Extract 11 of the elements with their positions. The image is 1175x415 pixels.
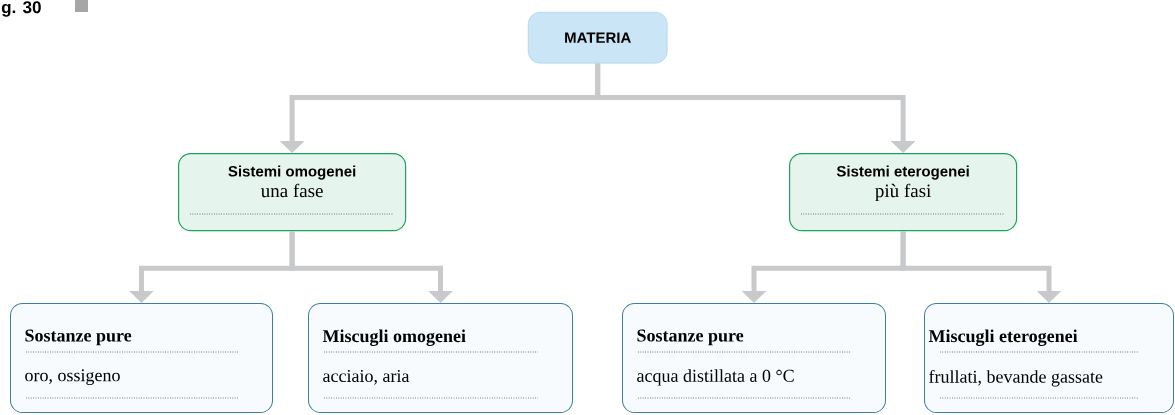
arrow (289, 231, 453, 303)
example-box: Sostanze pure acqua distillata a 0 °C (622, 303, 886, 413)
category-box: Sistemi eterogenei più fasi (789, 153, 1018, 232)
example-box: Miscugli omogenei acciaio, aria (308, 303, 573, 413)
figure-number: g. 30 (1, 1, 41, 17)
category-box: Sistemi omogenei una fase (178, 153, 407, 232)
example-box: Sostanze pure oro, ossigeno (10, 303, 273, 413)
title-box: MATERIA (528, 12, 668, 64)
example-box: Miscugli eterogenei frullati, bevande gassate (924, 303, 1174, 413)
arrow (900, 231, 1062, 303)
arrow (595, 63, 916, 153)
